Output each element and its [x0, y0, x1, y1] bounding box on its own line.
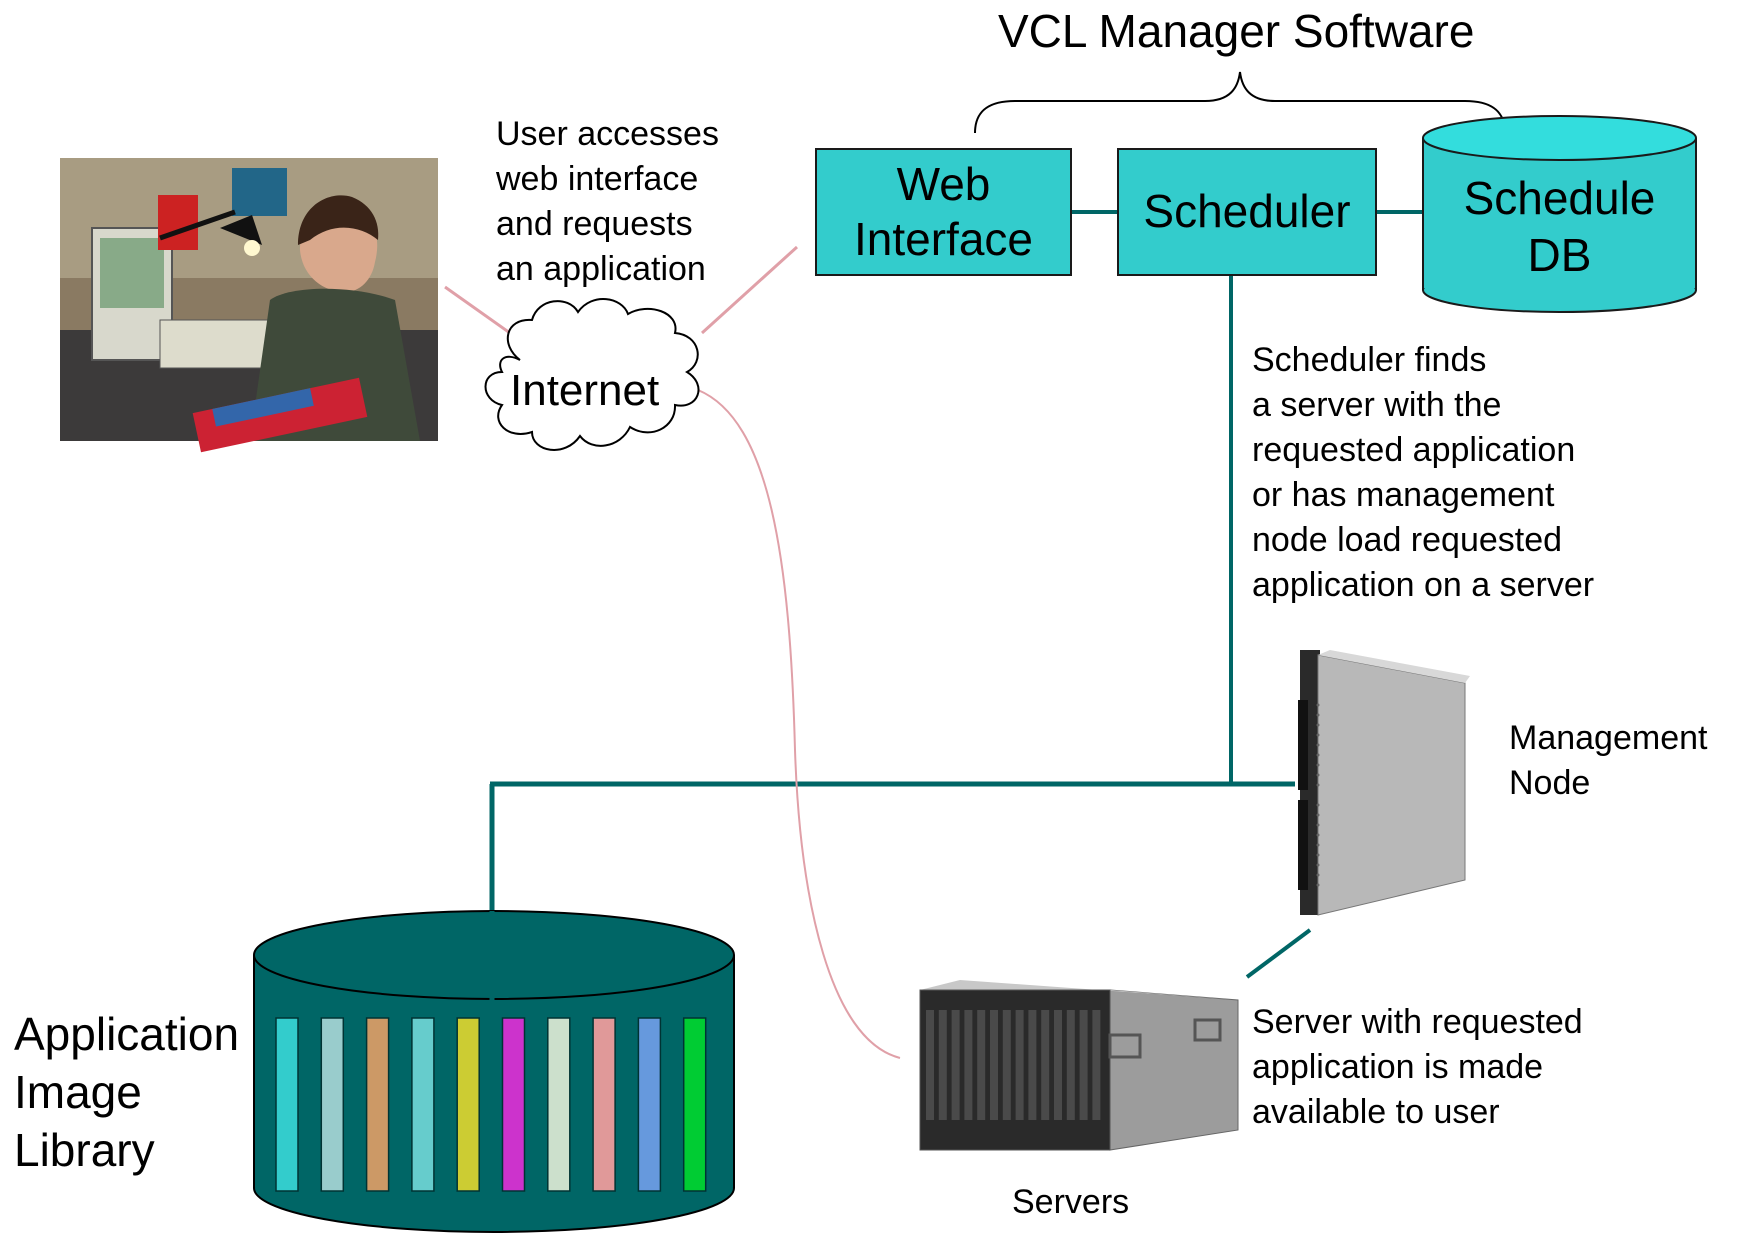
scheduler-note-line: requested application	[1252, 431, 1576, 469]
image-strips	[275, 1017, 707, 1192]
mgmt-server-link	[1245, 928, 1312, 979]
schedule-db-icon	[1422, 115, 1697, 313]
web-interface-line2: Interface	[854, 213, 1033, 265]
library-line: Image	[14, 1066, 142, 1118]
servers-label: Servers	[1012, 1183, 1130, 1221]
management-node-line: Node	[1509, 764, 1591, 802]
scheduler-note: Scheduler finds a server with the reques…	[1252, 338, 1594, 608]
server-slot	[1092, 1010, 1101, 1120]
image-strip	[501, 1017, 526, 1192]
user-note: User accesses web interface and requests…	[496, 112, 719, 292]
web-interface-line1: Web	[896, 157, 991, 210]
scheduler-note-line: application on a server	[1252, 566, 1595, 604]
server-slot	[1041, 1010, 1050, 1120]
server-slot	[1015, 1010, 1024, 1120]
image-strip	[456, 1017, 480, 1192]
vcl-title: VCL Manager Software	[998, 5, 1475, 57]
image-strip	[547, 1017, 571, 1192]
scheduler-note-line: a server with the	[1252, 386, 1502, 424]
cloud-icon	[484, 298, 700, 451]
server-slot	[1066, 1010, 1075, 1120]
server-slot	[977, 1010, 986, 1120]
library-line: Library	[14, 1124, 155, 1176]
internet-label: Internet	[510, 366, 660, 415]
server-note-line: Server with requested	[1252, 1003, 1583, 1041]
library-line: Application	[14, 1008, 240, 1060]
schedule-db-line1: Schedule	[1463, 172, 1656, 224]
server-note-line: application is made	[1252, 1048, 1544, 1086]
internet-server-link	[697, 389, 901, 1059]
user-internet-link	[444, 285, 511, 335]
image-strip	[592, 1017, 616, 1192]
image-strip	[682, 1017, 707, 1192]
server-slot	[951, 1010, 960, 1120]
schedule-db-label: Schedule DB	[1423, 170, 1696, 284]
user-at-computer-photo	[60, 158, 438, 453]
internet-web-link	[700, 245, 799, 335]
blade-server-icon	[1298, 650, 1470, 916]
user-note-line: User accesses	[496, 115, 719, 153]
server-chassis-icon	[919, 980, 1239, 1151]
schedule-db-line2: DB	[1527, 229, 1592, 281]
server-slot	[1054, 1010, 1062, 1120]
server-slot	[938, 1010, 947, 1120]
image-strip	[275, 1017, 299, 1192]
user-note-line: and requests	[496, 205, 693, 243]
server-slot	[1079, 1010, 1088, 1120]
image-strip	[320, 1017, 345, 1192]
image-strip	[365, 1017, 390, 1192]
vcl-brace	[974, 71, 1506, 134]
server-slot	[926, 1010, 934, 1120]
server-slot	[964, 1010, 973, 1120]
management-node-line: Management	[1509, 719, 1708, 757]
scheduler-box: Scheduler	[1117, 148, 1377, 276]
web-interface-box: Web Interface	[815, 148, 1072, 276]
user-note-line: web interface	[496, 160, 699, 198]
user-note-line: an application	[496, 250, 706, 288]
server-slot	[1028, 1010, 1037, 1120]
library-label: Application Image Library	[14, 1005, 239, 1179]
server-note: Server with requested application is mad…	[1252, 1000, 1583, 1135]
image-strip	[411, 1017, 435, 1192]
server-note-line: available to user	[1252, 1093, 1500, 1131]
image-strip	[637, 1017, 662, 1192]
management-node-label: Management Node	[1509, 716, 1707, 806]
scheduler-note-line: node load requested	[1252, 521, 1563, 559]
server-slot	[1002, 1010, 1011, 1120]
scheduler-label: Scheduler	[1143, 185, 1351, 238]
scheduler-note-line: or has management	[1252, 476, 1555, 514]
server-slot	[990, 1010, 998, 1120]
scheduler-note-line: Scheduler finds	[1252, 341, 1487, 379]
